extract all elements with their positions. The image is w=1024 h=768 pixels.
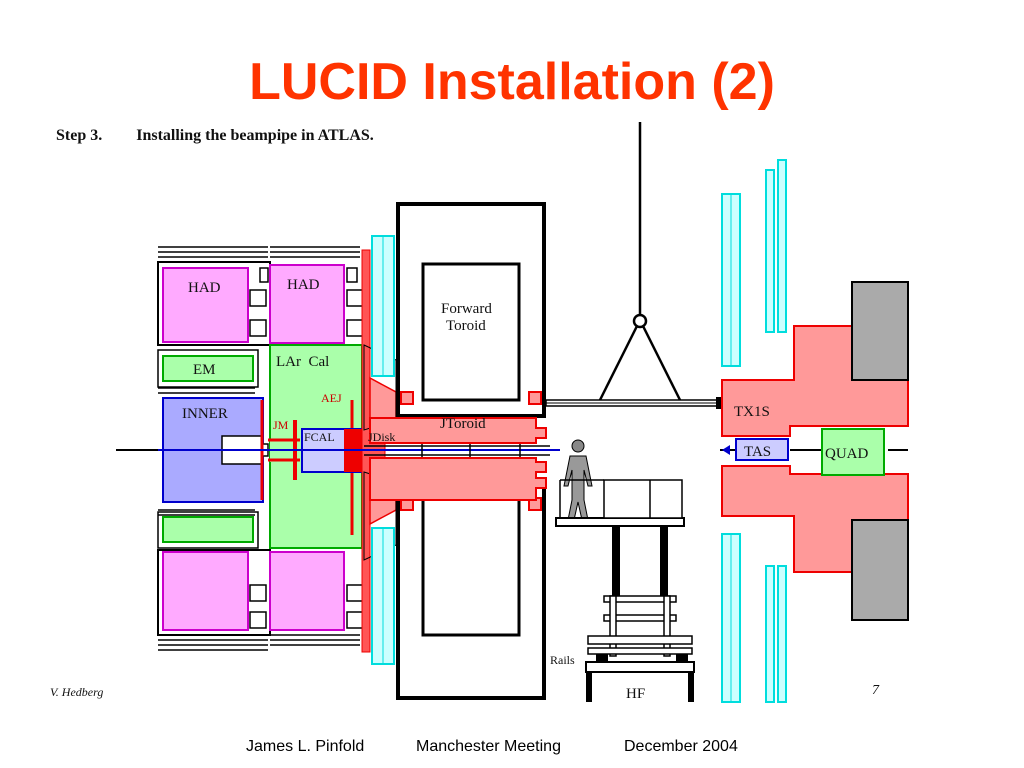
footer-author: James L. Pinfold	[246, 738, 365, 755]
label-lar-cal: LAr Cal	[276, 354, 329, 370]
label-aej: AEJ	[321, 391, 342, 405]
step-number: Step 3.	[56, 127, 103, 144]
label-jtoroid: JToroid	[440, 416, 486, 432]
label-rails: Rails	[550, 653, 575, 667]
label-quad: QUAD	[825, 446, 868, 462]
label-tas: TAS	[744, 444, 771, 460]
label-jdisk: JDisk	[368, 430, 395, 444]
tas	[735, 438, 789, 461]
worker-on-platform	[555, 439, 695, 702]
label-toroid: Toroid	[446, 318, 486, 334]
diagram-labels: HAD HAD EM INNER LAr Cal AEJ JM FCAL JDi…	[182, 277, 868, 702]
quad	[821, 428, 885, 476]
diagram-page-number: 7	[872, 683, 879, 698]
calorimeter-structure	[157, 246, 365, 651]
slide-title: LUCID Installation (2)	[249, 53, 775, 111]
footer-meeting: Manchester Meeting	[416, 738, 561, 755]
footer-date: December 2004	[624, 738, 738, 755]
had-left-bottom	[162, 551, 249, 631]
label-had-left: HAD	[188, 280, 221, 296]
had-right-top	[269, 264, 345, 344]
beam-line	[116, 444, 908, 457]
jtoroid	[369, 417, 547, 444]
diagram-author: V. Hedberg	[50, 685, 104, 699]
forward-toroid	[369, 202, 547, 700]
em-top	[162, 355, 254, 382]
label-hf: HF	[626, 686, 645, 702]
had-right-bottom	[269, 551, 345, 631]
label-em: EM	[193, 362, 216, 378]
em-bottom	[162, 516, 254, 543]
label-jm: JM	[273, 418, 289, 432]
label-had-right: HAD	[287, 277, 320, 293]
label-tx1s: TX1S	[734, 404, 770, 420]
label-fcal: FCAL	[304, 430, 335, 444]
had-left-top	[162, 267, 249, 343]
step-caption: Step 3. Installing the beampipe in ATLAS…	[56, 127, 374, 145]
step-description: Installing the beampipe in ATLAS.	[136, 127, 374, 144]
label-inner: INNER	[182, 406, 228, 422]
label-forward: Forward	[441, 301, 492, 317]
crane-and-beampipe	[545, 122, 721, 409]
forward-shielding	[721, 159, 909, 703]
